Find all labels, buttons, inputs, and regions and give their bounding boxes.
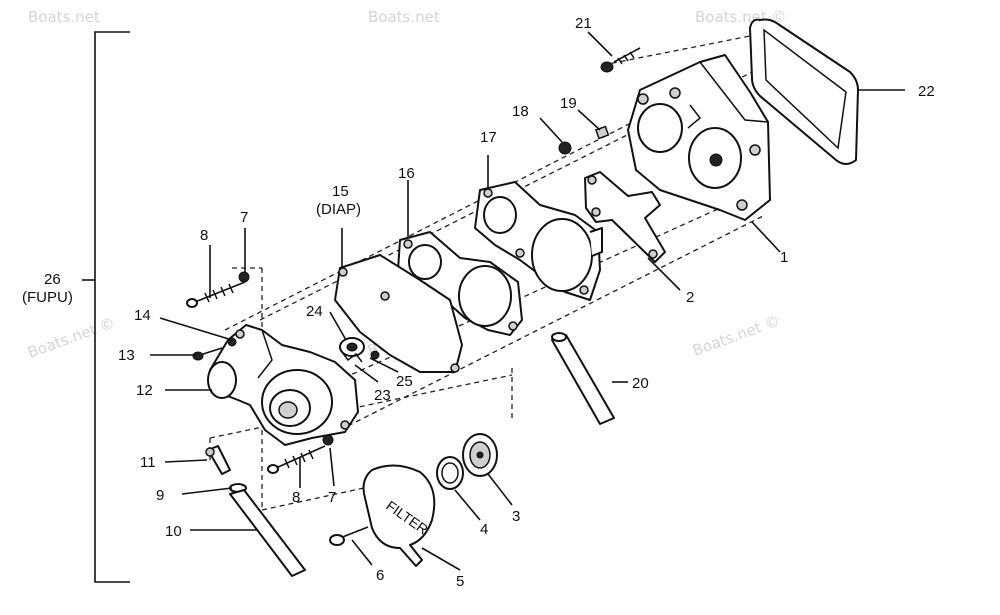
- label-part-11: 11: [140, 454, 156, 471]
- part-7-washer-top: [238, 271, 250, 283]
- label-part-5: 5: [456, 573, 464, 590]
- label-part-10: 10: [165, 523, 182, 540]
- label-part-22: 22: [918, 83, 935, 100]
- label-part-2: 2: [686, 289, 694, 306]
- part-13-screw: [192, 347, 223, 361]
- part-8-bolt-bottom: [267, 445, 326, 474]
- part-17-pump-body: [474, 181, 603, 301]
- part-21-screw: [600, 47, 641, 73]
- label-part-3: 3: [512, 508, 520, 525]
- label-part-25: 25: [396, 373, 413, 390]
- label-part-14: 14: [134, 307, 151, 324]
- label-part-18: 18: [512, 103, 529, 120]
- part-24-check-valve: [339, 337, 365, 357]
- label-part-8-bottom: 8: [292, 489, 300, 506]
- label-part-12: 12: [136, 382, 153, 399]
- label-part-26-sub: (FUPU): [22, 289, 73, 306]
- assembly-bracket: [82, 31, 130, 583]
- label-part-17: 17: [480, 129, 497, 146]
- label-part-7-bottom: 7: [328, 489, 336, 506]
- label-part-16: 16: [398, 165, 415, 182]
- part-labels: 21 22 18 19 17 16 15 (DIAP) 8 7 26 (FUPU…: [22, 15, 935, 590]
- part-7-washer-bottom: [322, 434, 334, 446]
- label-part-8-top: 8: [200, 227, 208, 244]
- label-part-7-top: 7: [240, 209, 248, 226]
- label-part-4: 4: [480, 521, 488, 538]
- label-part-13: 13: [118, 347, 135, 364]
- part-6-screw: [329, 526, 369, 546]
- label-part-1: 1: [780, 249, 788, 266]
- label-part-21: 21: [575, 15, 592, 32]
- part-1-pump-cover: [627, 54, 771, 221]
- label-part-23: 23: [374, 387, 391, 404]
- watermark-right: Boats.net ©: [690, 312, 782, 360]
- label-part-15-sub: (DIAP): [316, 201, 361, 218]
- label-part-15: 15: [332, 183, 349, 200]
- part-18-fitting: [558, 141, 572, 155]
- label-part-6: 6: [376, 567, 384, 584]
- leader-lines: [150, 31, 905, 571]
- label-part-9: 9: [156, 487, 164, 504]
- label-part-20: 20: [632, 375, 649, 392]
- watermark-top-left: Boats.net: [28, 8, 100, 26]
- label-part-24: 24: [306, 303, 323, 320]
- watermark-left: Boats.net ©: [25, 314, 117, 362]
- part-23-spring: [341, 351, 363, 363]
- part-8-bolt-top: [186, 281, 246, 308]
- part-20-hose: [551, 332, 615, 425]
- watermark-top-center: Boats.net: [368, 8, 440, 26]
- part-16-gasket: [397, 231, 523, 336]
- part-12-pump-housing: [207, 324, 359, 446]
- part-3-filter-screen: [462, 433, 498, 477]
- part-2-valve-plate: [584, 171, 666, 263]
- part-4-ring-gasket: [436, 456, 464, 490]
- part-5-filter-cover: FILTER: [362, 464, 436, 567]
- label-part-26: 26: [44, 271, 61, 288]
- part-11-fitting: [205, 445, 231, 475]
- part-25-retainer: [370, 350, 380, 360]
- part-10-hose: [229, 489, 306, 577]
- part-22-gasket: [749, 18, 859, 165]
- label-part-19: 19: [560, 95, 577, 112]
- part-15-diaphragm: [334, 254, 463, 373]
